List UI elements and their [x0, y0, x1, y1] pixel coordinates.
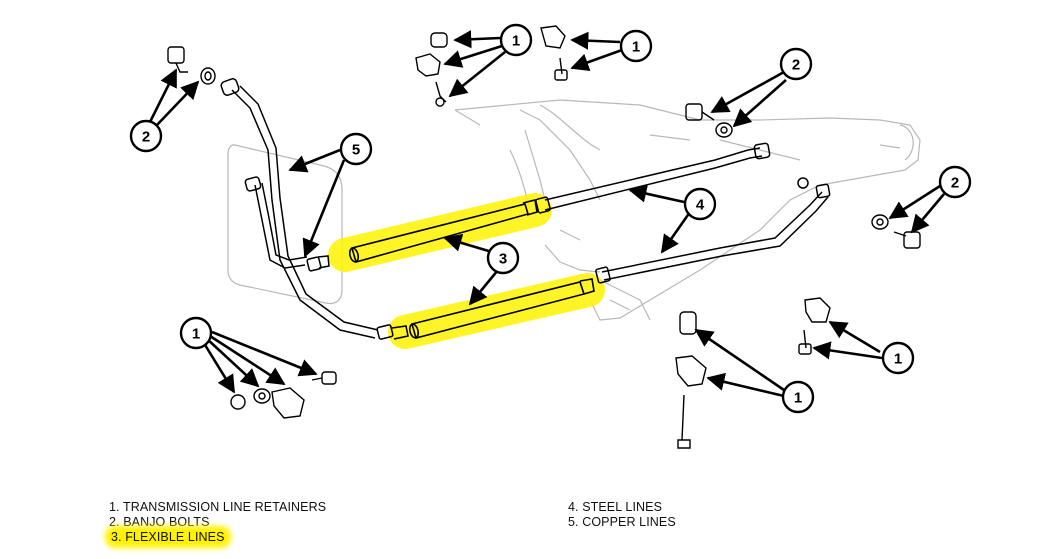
- copper-lines: [220, 78, 409, 340]
- svg-text:1: 1: [894, 351, 902, 368]
- svg-text:4: 4: [696, 197, 705, 214]
- svg-text:1: 1: [794, 390, 802, 407]
- svg-text:5: 5: [352, 142, 360, 159]
- callout-2-far-right: 2: [938, 165, 972, 199]
- leader-arrows: [148, 30, 945, 398]
- callout-2-top-left: 2: [129, 119, 163, 153]
- callout-1-top-right: 1: [619, 29, 653, 63]
- legend-item-flexible-lines: 3. FLEXIBLE LINES: [109, 530, 227, 544]
- legend-item-steel-lines: 4. STEEL LINES: [568, 500, 663, 514]
- callout-1-top-center: 1: [499, 23, 533, 57]
- callout-1-bottom-center: 1: [781, 380, 815, 414]
- svg-text:1: 1: [632, 39, 640, 56]
- svg-text:3: 3: [499, 251, 507, 268]
- flexible-lines: [348, 199, 595, 339]
- svg-text:2: 2: [792, 57, 800, 74]
- svg-text:1: 1: [512, 33, 520, 50]
- legend-left: 1. TRANSMISSION LINE RETAINERS 2. BANJO …: [109, 500, 326, 545]
- callout-5: 5: [339, 132, 373, 166]
- callout-3: 3: [486, 241, 520, 275]
- legend-item-copper-lines: 5. COPPER LINES: [568, 515, 676, 529]
- cooler-outline: [227, 144, 343, 305]
- callout-1-lower-left: 1: [179, 316, 213, 350]
- legend-item-banjo-bolts: 2. BANJO BOLTS: [109, 515, 210, 529]
- legend-item-transmission-line-retainers: 1. TRANSMISSION LINE RETAINERS: [109, 500, 327, 514]
- callout-4: 4: [683, 187, 717, 221]
- svg-text:2: 2: [142, 129, 150, 146]
- callouts: 1 1 2 2 2 5 4 3: [129, 23, 972, 414]
- transmission-outline: [454, 99, 921, 321]
- callout-1-right: 1: [881, 341, 915, 375]
- transmission-cooler-lines-diagram: 1 1 2 2 2 5 4 3: [129, 23, 972, 449]
- callout-2-right: 2: [779, 47, 813, 81]
- svg-text:1: 1: [192, 326, 200, 343]
- legend-right: 4. STEEL LINES 5. COPPER LINES: [568, 500, 676, 530]
- svg-text:2: 2: [951, 175, 959, 192]
- flexible-lines-highlight: [328, 193, 605, 349]
